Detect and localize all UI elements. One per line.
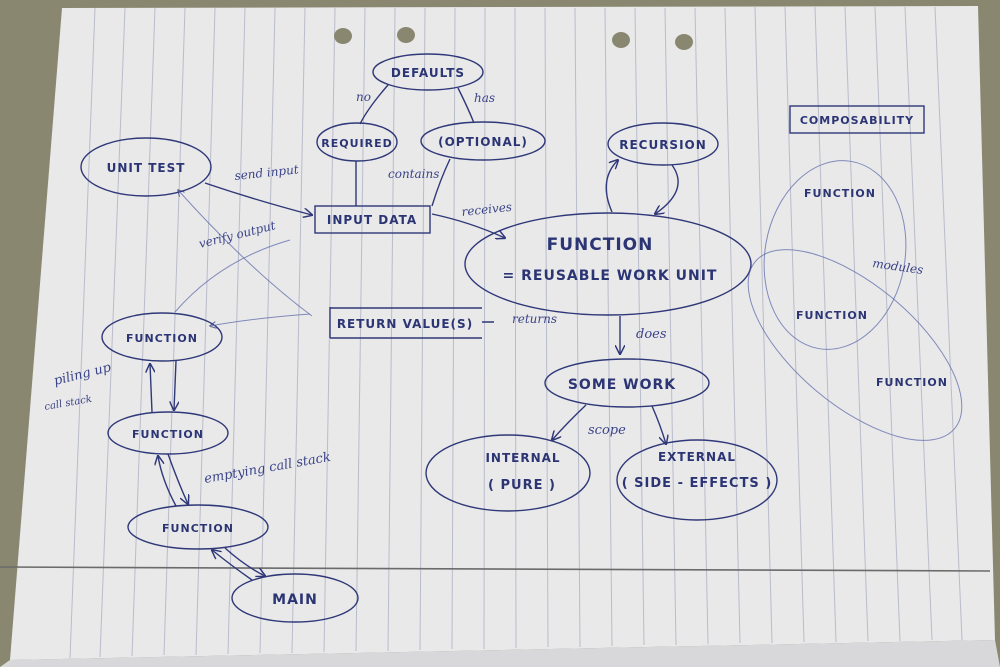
internal-node xyxy=(425,434,591,512)
function-main-label-1: FUNCTION xyxy=(547,235,654,255)
internal-label-2: ( PURE ) xyxy=(488,478,556,493)
function-stack-1-node xyxy=(101,312,223,362)
edge-main-stack3 xyxy=(212,550,253,581)
edge-label-send-input: send input xyxy=(234,162,300,183)
internal-label-1: INTERNAL xyxy=(485,451,560,465)
some-work-node xyxy=(544,358,710,408)
node-labels: DEFAULTS REQUIRED (OPTIONAL) UNIT TEST I… xyxy=(107,66,948,608)
punch-holes xyxy=(334,27,693,50)
return-values-label: RETURN VALUE(S) xyxy=(337,317,473,331)
edge-work-internal xyxy=(552,404,587,440)
external-label-2: ( SIDE - EFFECTS ) xyxy=(622,476,773,491)
unit-test-label: UNIT TEST xyxy=(107,161,186,175)
required-node xyxy=(316,122,398,162)
edge-label-returns: returns xyxy=(512,312,557,326)
edge-label-scope: scope xyxy=(588,423,626,438)
edge-defaults-optional xyxy=(457,87,475,124)
function-stack-3-node xyxy=(127,504,269,550)
optional-node xyxy=(420,121,546,161)
composability-label: COMPOSABILITY xyxy=(800,114,914,127)
edge-label-contains: contains xyxy=(388,167,439,181)
comp-function-3-label: FUNCTION xyxy=(876,376,948,389)
function-stack-3-label: FUNCTION xyxy=(162,522,234,535)
edge-label-has: has xyxy=(474,91,495,105)
main-label: MAIN xyxy=(272,592,318,608)
edge-stack1-stack2 xyxy=(174,360,176,410)
unit-test-node xyxy=(80,137,212,197)
edge-return-unittest xyxy=(178,190,313,317)
node-shapes xyxy=(80,53,963,623)
edge-stack2-stack3 xyxy=(167,453,188,504)
edge-label-receives: receives xyxy=(461,200,513,219)
function-stack-2-label: FUNCTION xyxy=(132,428,204,441)
defaults-label: DEFAULTS xyxy=(391,66,465,80)
function-stack-1-label: FUNCTION xyxy=(126,332,198,345)
input-data-box xyxy=(314,205,431,234)
edges xyxy=(150,84,679,581)
edge-return-function1 xyxy=(210,313,311,326)
edge-work-external xyxy=(651,405,666,444)
comp-function-1-label: FUNCTION xyxy=(804,187,876,200)
edge-function-recursion xyxy=(605,160,618,213)
rule-lines xyxy=(69,6,963,659)
external-label-1: EXTERNAL xyxy=(658,450,736,464)
function-main-label-2: = REUSABLE WORK UNIT xyxy=(503,268,718,284)
edge-function1-unittest xyxy=(174,239,291,313)
required-label: REQUIRED xyxy=(321,137,392,150)
edge-input-function xyxy=(431,213,505,238)
recursion-label: RECURSION xyxy=(619,138,707,152)
composability-box xyxy=(789,105,925,134)
edge-optional-input xyxy=(431,158,451,207)
comp-function-2-label: FUNCTION xyxy=(796,309,868,322)
external-node xyxy=(616,439,778,521)
edge-defaults-required xyxy=(359,84,389,125)
margin-line xyxy=(0,566,991,572)
some-work-label: SOME WORK xyxy=(568,377,676,393)
paper-sheet xyxy=(0,6,1000,667)
defaults-node xyxy=(372,53,484,91)
main-node xyxy=(231,573,359,623)
edge-label-no: no xyxy=(356,90,371,104)
composability-inner-loop xyxy=(763,160,907,350)
input-data-label: INPUT DATA xyxy=(327,213,417,227)
edge-recursion-function xyxy=(655,164,679,214)
edge-stack3-main xyxy=(224,547,265,576)
function-main-node xyxy=(464,212,752,316)
return-values-box xyxy=(329,307,494,339)
edge-stack2-stack1 xyxy=(150,364,152,413)
edge-unittest-input xyxy=(204,182,312,215)
edge-stack3-stack2 xyxy=(158,456,177,507)
optional-label: (OPTIONAL) xyxy=(438,135,528,149)
edge-label-does: does xyxy=(636,327,667,342)
recursion-node xyxy=(607,122,719,166)
